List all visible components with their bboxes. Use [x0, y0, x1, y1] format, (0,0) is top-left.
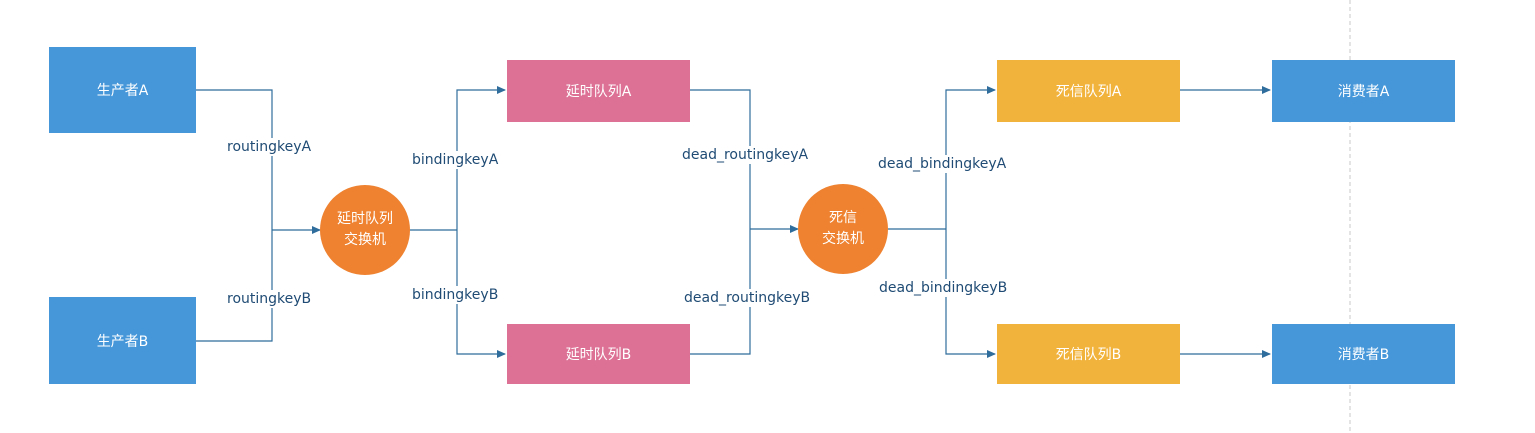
delay-exchange-label-line1: 延时队列 [337, 211, 393, 227]
consumer-b-box: 消费者B [1272, 324, 1455, 384]
connector-to-dead-queue-a [945, 86, 996, 229]
consumer-a-box: 消费者A [1272, 60, 1455, 122]
delay-exchange-label-line2: 交换机 [344, 232, 386, 248]
edge-label-bindingkey-b: bindingkeyB [411, 286, 500, 304]
producer-a-label: 生产者A [96, 83, 149, 99]
producer-b-label: 生产者B [96, 333, 149, 350]
connector-producer-a [196, 89, 273, 230]
edge-label-dead-bindingkey-b: dead_bindingkeyB [878, 279, 1009, 297]
producer-a-box: 生产者A [49, 47, 196, 133]
dead-queue-a-box: 死信队列A [997, 60, 1180, 122]
consumer-a-label: 消费者A [1337, 84, 1390, 100]
delay-queue-a-label: 延时队列A [565, 84, 632, 100]
connector-delay-queue-a-out [690, 89, 751, 229]
edge-label-dead-routingkey-a: dead_routingkeyA [681, 146, 810, 164]
connector-to-delay-queue-b [456, 230, 506, 358]
consumer-b-label: 消费者B [1337, 347, 1390, 363]
edge-label-routingkey-a: routingkeyA [226, 138, 313, 156]
producer-b-box: 生产者B [49, 297, 196, 384]
connector-to-delay-queue-a [456, 86, 506, 230]
dead-exchange-label-line1: 死信 [829, 210, 857, 226]
edge-label-bindingkey-a: bindingkeyA [411, 151, 500, 169]
dead-queue-b-box: 死信队列B [997, 324, 1180, 384]
dead-queue-b-label: 死信队列B [1055, 347, 1122, 363]
dead-queue-a-label: 死信队列A [1055, 84, 1122, 100]
delay-exchange-node: 延时队列 交换机 [320, 185, 410, 275]
delay-queue-b-box: 延时队列B [507, 324, 690, 384]
delay-queue-a-box: 延时队列A [507, 60, 690, 122]
edge-label-dead-routingkey-b: dead_routingkeyB [683, 289, 812, 307]
dead-exchange-node: 死信 交换机 [798, 184, 888, 274]
dead-exchange-label-line2: 交换机 [822, 231, 864, 247]
connector-producer-b [196, 230, 273, 342]
edge-label-dead-bindingkey-a: dead_bindingkeyA [877, 155, 1008, 173]
delay-queue-b-label: 延时队列B [565, 347, 632, 363]
connector-to-dead-queue-b [945, 229, 996, 358]
edge-label-routingkey-b: routingkeyB [226, 290, 313, 308]
